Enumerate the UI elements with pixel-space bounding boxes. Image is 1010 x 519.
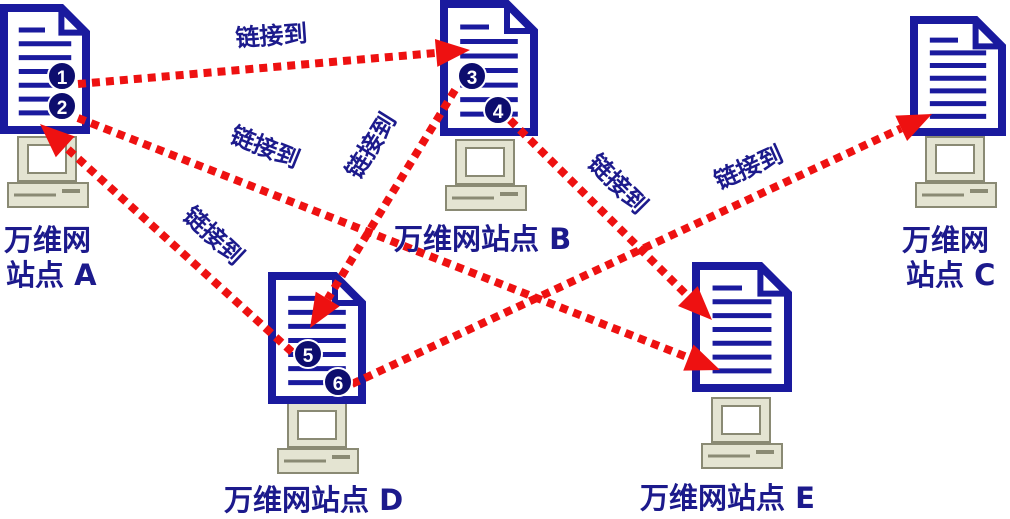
hyperlink-arrow (310, 87, 459, 328)
site-label: 站点 C (906, 258, 995, 292)
hyperlink-arrow (507, 117, 712, 320)
arrowhead-icon (683, 344, 720, 371)
link-label: 链接到 (340, 108, 402, 184)
hyperlink-arrow (350, 114, 932, 388)
link-anchor-badge[interactable]: 4 (483, 95, 513, 125)
hyperlink-arrow (77, 38, 470, 88)
computer-icon (915, 136, 997, 208)
link-anchor-badge[interactable]: 1 (47, 61, 77, 91)
arrowhead-icon (895, 114, 932, 142)
link-label: 链接到 (582, 149, 653, 220)
link-label: 链接到 (226, 121, 303, 174)
computer-icon (277, 402, 359, 474)
site-label: 站点 A (6, 258, 97, 292)
arrowhead-icon (434, 38, 470, 67)
document-icon (910, 16, 1006, 136)
hyperlink-arrow (40, 124, 295, 355)
site-label: 万维网站点 E (640, 481, 815, 515)
badge-number: 4 (493, 102, 504, 123)
computer-icon (701, 397, 783, 469)
link-anchor-badge[interactable]: 5 (293, 339, 323, 369)
badge-number: 1 (57, 68, 68, 89)
hyperlink-arrow (76, 114, 720, 371)
site-label: 万维网站点 D (224, 483, 403, 517)
badge-number: 6 (333, 374, 344, 395)
site-label: 万维网 (902, 223, 989, 257)
computer-icon (7, 136, 89, 208)
link-label: 链接到 (178, 201, 250, 271)
badge-number: 2 (57, 98, 68, 119)
link-anchor-badge[interactable]: 6 (323, 367, 353, 397)
computer-icon (445, 139, 527, 211)
site-label: 万维网 (4, 223, 91, 257)
link-anchor-badge[interactable]: 3 (457, 61, 487, 91)
arrowhead-icon (677, 286, 712, 320)
badge-number: 3 (467, 68, 478, 89)
site-label: 万维网站点 B (394, 222, 571, 256)
arrowhead-icon (40, 124, 75, 158)
arrowhead-icon (310, 291, 340, 328)
badge-number: 5 (303, 346, 314, 367)
link-label: 链接到 (235, 20, 309, 53)
link-anchor-badge[interactable]: 2 (47, 91, 77, 121)
